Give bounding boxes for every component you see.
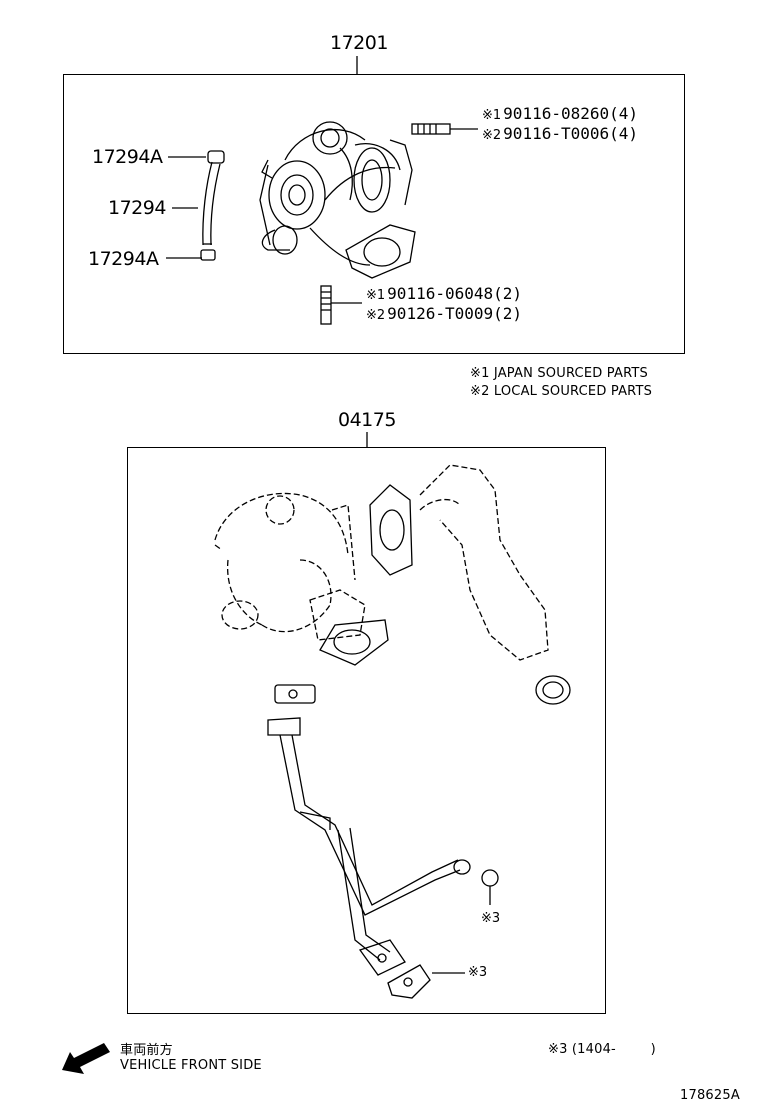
ref-mark: ※1 (366, 288, 386, 303)
assembly-17201-frame (63, 74, 685, 354)
assembly-17201-title: 17201 (330, 32, 388, 54)
part-number: 90116-08260(4) (503, 104, 639, 123)
front-arrow-icon (62, 1043, 110, 1074)
note-3-date-range: ※3 (1404- ) (548, 1042, 656, 1057)
stud-upper-callout: ※1 90116-08260(4) ※2 90116-T0006(4) (482, 104, 638, 144)
front-label-english: VEHICLE FRONT SIDE (120, 1058, 262, 1073)
stud-upper (411, 123, 478, 135)
ref-mark: ※2 (366, 308, 386, 323)
part-label-17294a-bottom: 17294A (88, 248, 159, 270)
callout-gasket-mark: ※3 (468, 965, 488, 980)
stud-lower (320, 285, 362, 325)
ref-mark: ※2 (482, 128, 502, 143)
front-label-japanese: 車両前方 (120, 1043, 173, 1058)
note-local-sourced: ※2 LOCAL SOURCED PARTS (470, 384, 653, 399)
hose-17294 (200, 150, 225, 261)
figure-id: 178625A (680, 1088, 740, 1103)
callout-seal-mark: ※3 (481, 911, 501, 926)
part-label-17294a-top: 17294A (92, 146, 163, 168)
gasket-kit-drawing (214, 464, 571, 999)
part-label-17294: 17294 (108, 197, 166, 219)
note-japan-sourced: ※1 JAPAN SOURCED PARTS (470, 366, 648, 381)
gasket-kit-04175-title: 04175 (338, 409, 396, 431)
part-number: 90126-T0009(2) (387, 304, 523, 323)
gasket-kit-04175-frame (127, 447, 606, 1014)
turbocharger-drawing (259, 121, 416, 279)
part-number: 90116-T0006(4) (503, 124, 639, 143)
part-number: 90116-06048(2) (387, 284, 523, 303)
stud-lower-callout: ※1 90116-06048(2) ※2 90126-T0009(2) (366, 284, 522, 324)
ref-mark: ※1 (482, 108, 502, 123)
